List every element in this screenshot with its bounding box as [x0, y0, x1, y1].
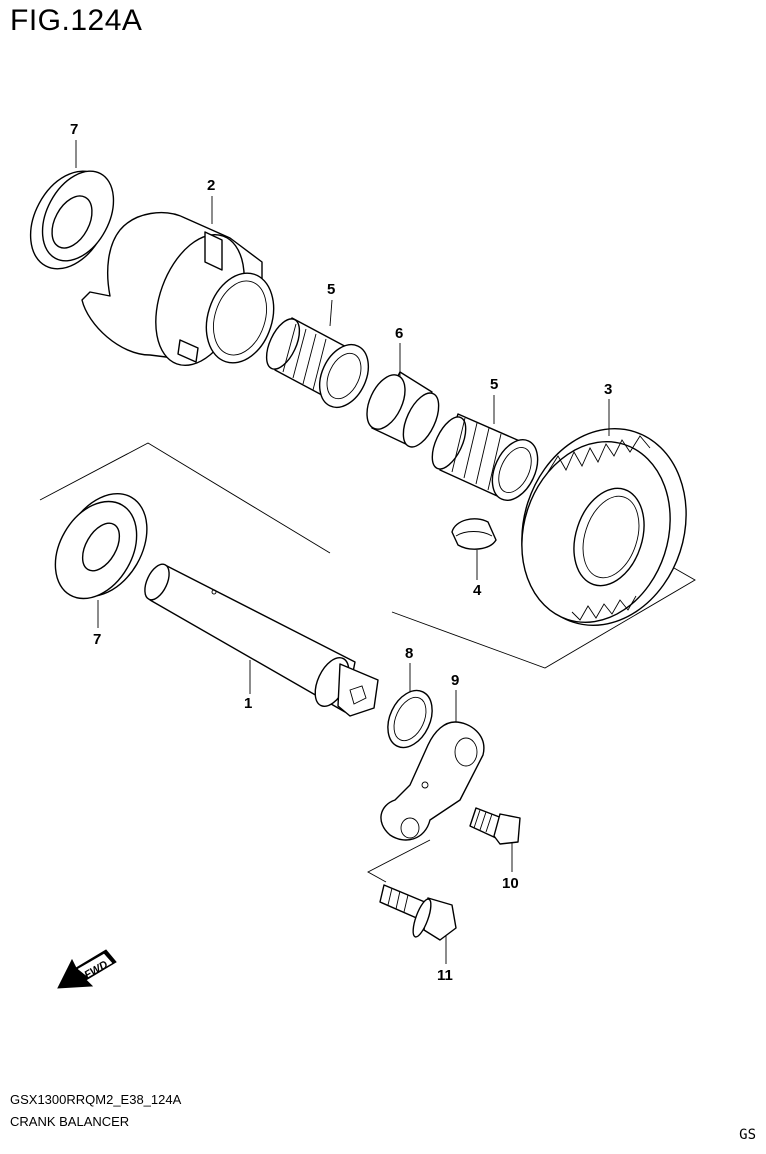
part-1-balancer-shaft[interactable]: [140, 561, 379, 717]
callout-5-upper: 5: [327, 281, 335, 298]
model-code: GSX1300RRQM2_E38_124A: [10, 1092, 182, 1107]
part-7-seal-lower[interactable]: [39, 478, 165, 613]
callout-8: 8: [405, 645, 413, 662]
part-9-balancer-lever[interactable]: [380, 721, 485, 841]
callout-7-lower: 7: [93, 631, 101, 648]
callout-2: 2: [207, 177, 215, 194]
callout-6: 6: [395, 325, 403, 342]
callout-3: 3: [604, 381, 612, 398]
corner-code: GS: [739, 1127, 756, 1143]
part-2-balancer-weight[interactable]: [81, 211, 285, 378]
figure-title: FIG.124A: [10, 4, 143, 37]
part-8-o-ring[interactable]: [379, 683, 441, 754]
leader-lines: [75, 140, 610, 964]
callout-1: 1: [244, 695, 252, 712]
part-5-needle-bearing-upper[interactable]: [260, 314, 378, 415]
callout-9: 9: [451, 672, 459, 689]
callout-4: 4: [473, 582, 482, 599]
part-4-key[interactable]: [451, 518, 497, 550]
callout-11: 11: [437, 967, 453, 984]
assembly-boundary: [39, 442, 696, 669]
callout-10: 10: [502, 875, 519, 892]
part-3-balancer-gear[interactable]: [497, 407, 711, 647]
part-7-seal-upper[interactable]: [15, 158, 128, 283]
part-11-flange-bolt[interactable]: [379, 884, 457, 941]
part-10-bolt[interactable]: [469, 807, 521, 845]
part-5-needle-bearing-lower[interactable]: [425, 412, 546, 507]
fwd-arrow-icon: FWD: [57, 949, 117, 989]
diagram-name: CRANK BALANCER: [10, 1114, 130, 1129]
callout-7-upper: 7: [70, 121, 78, 138]
part-6-spacer[interactable]: [359, 369, 446, 452]
callout-5-lower: 5: [490, 376, 498, 393]
callout-labels: 7 2 5 6 5 3 4 7 1 8 9 10 11: [70, 121, 612, 984]
mount-outline: [367, 839, 431, 883]
